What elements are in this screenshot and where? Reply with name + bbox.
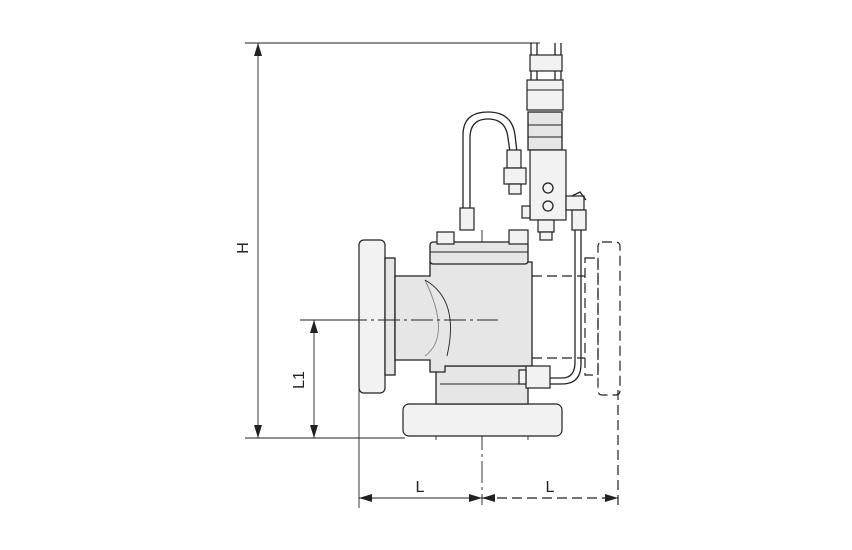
pilot-valve <box>521 43 587 241</box>
dimension-h-label: H <box>235 242 252 254</box>
right-flange-dashed <box>532 241 621 396</box>
pilot-tube-left <box>459 111 527 231</box>
dimension-h: H <box>235 42 540 439</box>
dimension-l-left: L <box>358 390 482 508</box>
left-flange <box>358 239 396 394</box>
dimension-l-right: L <box>482 390 619 508</box>
pilot-tube-right <box>518 230 582 389</box>
dimension-l1-label: L1 <box>291 371 308 389</box>
valve-body <box>345 229 533 373</box>
bottom-flange <box>402 365 563 440</box>
dimension-l-right-label: L <box>546 479 555 496</box>
dimension-l-left-label: L <box>416 479 425 496</box>
